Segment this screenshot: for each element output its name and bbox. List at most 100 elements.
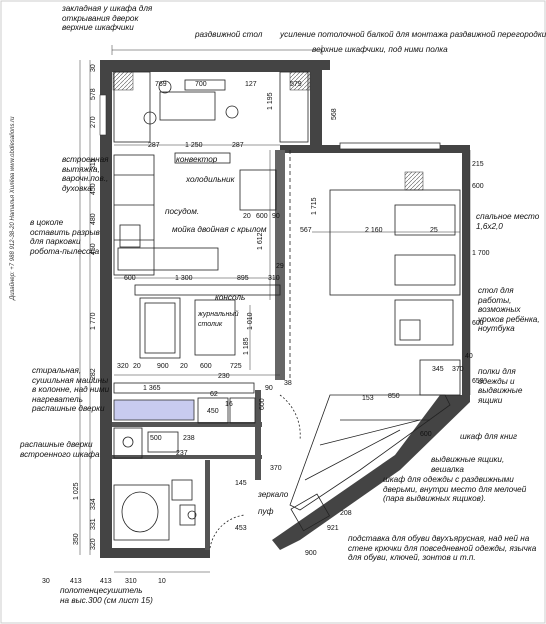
dim-1612: 1 612 [257, 232, 264, 250]
bathroom-furniture [113, 427, 246, 549]
dim-90-b: 90 [265, 385, 273, 392]
dim-lv-450: 450 [90, 183, 97, 195]
dim-127: 127 [245, 81, 257, 88]
dim-320: 320 [117, 363, 129, 370]
dim-568: 568 [331, 108, 338, 120]
dim-413-a: 413 [70, 578, 82, 585]
dim-lv-282: 282 [90, 368, 97, 380]
dim-397: 453 [235, 525, 247, 532]
dim-2160: 2 160 [365, 227, 383, 234]
dim-20-a: 20 [133, 363, 141, 370]
dim-lv-480: 480 [90, 213, 97, 225]
dim-lv-450-b: 450 [90, 243, 97, 255]
dim-230: 230 [218, 373, 230, 380]
kitchen-furniture [113, 71, 309, 424]
dim-90-k: 90 [272, 213, 280, 220]
dim-38: 38 [284, 380, 292, 387]
dim-600: 600 [124, 275, 136, 282]
dim-lv-334: 334 [90, 498, 97, 510]
dim-lv-270: 270 [90, 116, 97, 128]
svg-text:Дизайнер: +7 988 912-38-20 Нат: Дизайнер: +7 988 912-38-20 Наталья Хилёв… [9, 116, 16, 301]
dim-1250: 1 250 [185, 142, 203, 149]
dim-413-b: 413 [100, 578, 112, 585]
dim-600-r: 600 [472, 183, 484, 190]
dim-lv-578: 578 [90, 88, 97, 100]
left-dimension-column: 30 578 270 315 450 480 450 1 770 282 1 0… [73, 64, 97, 550]
dim-lv-1770: 1 770 [90, 312, 97, 330]
dim-700: 700 [195, 81, 207, 88]
ann-fridge: холодильник [186, 175, 235, 184]
ann-sliding-table: раздвижной стол [195, 30, 263, 39]
dim-1700: 1 700 [472, 250, 490, 257]
walls [99, 60, 470, 558]
dim-1300: 1 300 [175, 275, 193, 282]
dim-310-bottom: 310 [125, 578, 137, 585]
ann-pouf: пуф [258, 507, 274, 516]
dim-25: 25 [430, 227, 438, 234]
ann-sink: мойка двойная с крылом [172, 225, 267, 234]
dimension-texts: 769 700 127 579 1 250 287 287 600 1 300 … [42, 81, 490, 585]
dim-lv-1025: 1 025 [73, 482, 80, 500]
dim-30-bottom: 30 [42, 578, 50, 585]
dim-10: 10 [158, 578, 166, 585]
dim-1185: 1 185 [243, 337, 250, 355]
dim-16: 16 [225, 401, 233, 408]
dim-145: 370 [270, 465, 282, 472]
dim-1010: 1 010 [247, 312, 254, 330]
dim-29: 29 [276, 263, 284, 270]
dim-921: 600 [420, 431, 432, 438]
ann-ceiling-beam: усиление потолочной балкой для монтажа р… [280, 30, 546, 39]
dim-579: 579 [290, 81, 302, 88]
dim-345: 345 [432, 366, 444, 373]
dim-370: 370 [452, 366, 464, 373]
ann-shoe-stand: подставка для обуви двухъярусная, над не… [348, 534, 537, 563]
dim-287-a: 287 [148, 142, 160, 149]
designer-credit: Дизайнер: +7 988 912-38-20 Наталья Хилёв… [9, 116, 16, 301]
dim-lv-315: 315 [90, 158, 97, 170]
dim-62: 62 [210, 391, 218, 398]
dim-lv-30: 30 [90, 64, 97, 72]
dim-238: 238 [183, 435, 195, 442]
ann-upper-cabinets: верхние шкафчики, под ними полка [312, 45, 448, 54]
dim-375: 208 [340, 510, 352, 517]
dim-310: 310 [268, 275, 280, 282]
bedroom-furniture [279, 150, 461, 532]
dim-lv-320: 320 [90, 538, 97, 550]
ann-console: консоль [215, 293, 246, 302]
dim-40: 40 [465, 353, 473, 360]
dim-208: 900 [305, 550, 317, 557]
dimension-lines [79, 45, 471, 573]
dim-900: 900 [157, 363, 169, 370]
dim-20-b: 20 [180, 363, 188, 370]
ann-convector: конвектор [176, 155, 218, 164]
misc-dimensions: 1 195 1 715 1 612 1 010 1 185 20 600 90 … [235, 92, 432, 557]
dim-215: 215 [472, 161, 484, 168]
dim-600-b: 600 [200, 363, 212, 370]
dim-711: 850 [388, 393, 400, 400]
ann-mirror: зеркало [258, 490, 289, 499]
dim-237: 237 [176, 450, 188, 457]
dim-900-w: 153 [362, 395, 374, 402]
dim-1365: 1 365 [143, 385, 161, 392]
dim-lv-331: 331 [90, 518, 97, 530]
dim-287-b: 287 [232, 142, 244, 149]
dim-567: 567 [300, 227, 312, 234]
dim-725: 725 [230, 363, 242, 370]
ann-drawers-hanger: выдвижные ящики,вешалка [431, 455, 505, 474]
dim-500: 500 [150, 435, 162, 442]
dim-769: 769 [155, 81, 167, 88]
dim-850: 921 [327, 525, 339, 532]
dim-1715: 1 715 [311, 197, 318, 215]
dim-895: 895 [237, 275, 249, 282]
